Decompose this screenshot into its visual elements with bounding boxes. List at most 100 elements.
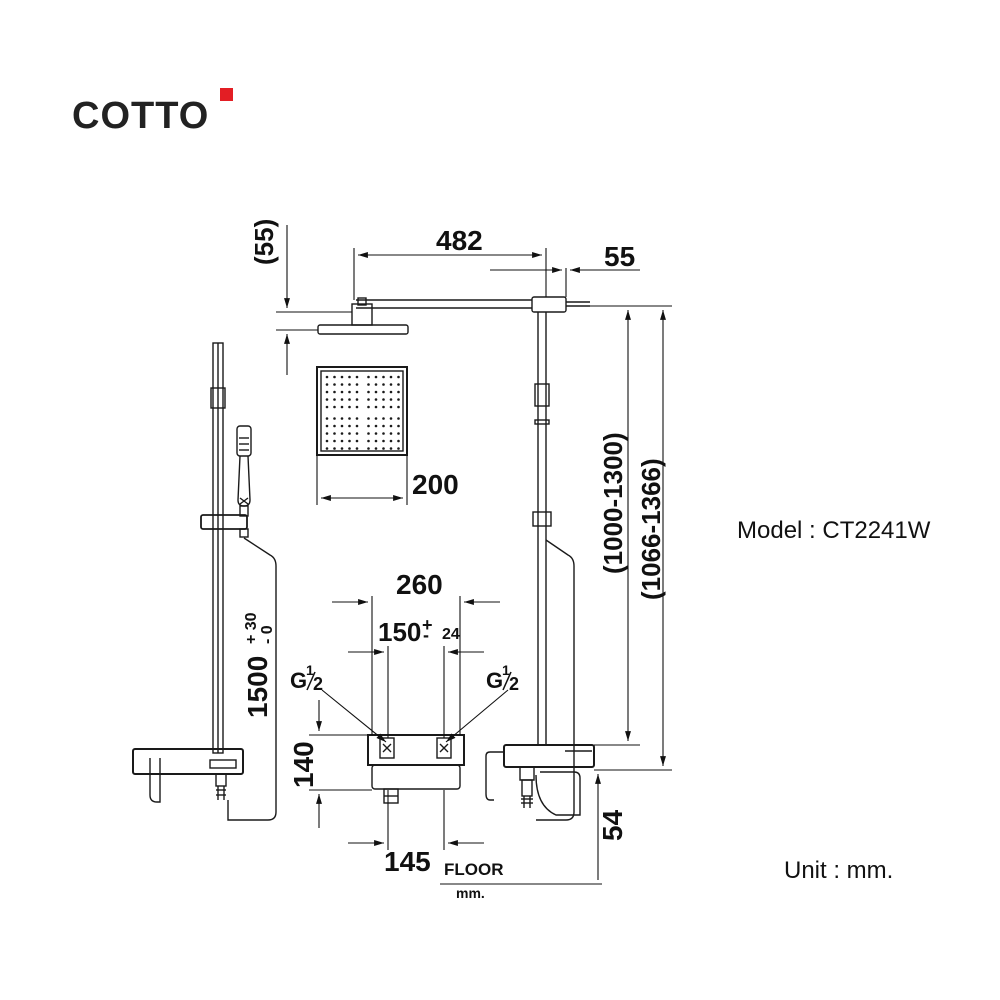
nozzle-dot xyxy=(340,383,344,386)
nozzle-dot xyxy=(367,447,370,450)
nozzle-dot xyxy=(397,424,400,428)
nozzle-dot xyxy=(355,383,359,386)
nozzle-dot xyxy=(348,383,351,386)
nozzle-dot xyxy=(367,405,370,409)
nozzle-dot xyxy=(367,439,370,443)
nozzle-dot xyxy=(333,375,336,379)
nozzle-dot xyxy=(348,390,351,394)
thermostatic-mixer-front xyxy=(132,748,244,803)
nozzle-dot xyxy=(397,405,400,409)
nozzle-dot xyxy=(333,383,336,386)
nozzle-dot xyxy=(382,398,385,401)
nozzle-dot xyxy=(389,432,393,435)
nozzle-dot xyxy=(355,405,359,409)
nozzle-dot xyxy=(325,447,329,450)
nozzle-dot xyxy=(355,424,359,428)
thread-right-num: 1 xyxy=(502,662,510,678)
thermostatic-mixer-side xyxy=(485,744,595,816)
dim-inlet-tol-minus: - xyxy=(423,625,429,645)
nozzle-dot xyxy=(325,383,329,386)
nozzle-dot xyxy=(389,447,393,450)
nozzle-dot xyxy=(340,432,344,435)
nozzle-dot xyxy=(367,432,370,435)
dim-valve-width: 260 xyxy=(396,569,443,600)
nozzle-dot xyxy=(348,405,351,409)
nozzle-dot xyxy=(382,417,385,420)
dim-height-range-1: (1000-1300) xyxy=(598,432,628,574)
hose-left xyxy=(227,537,277,821)
nozzle-dot xyxy=(382,439,385,443)
nozzle-dot xyxy=(333,447,336,450)
nozzle-dot xyxy=(325,398,329,401)
nozzle-dot xyxy=(333,417,336,420)
rain-shower-head xyxy=(317,297,409,335)
slide-rail xyxy=(210,342,226,754)
nozzle-dot xyxy=(382,383,385,386)
thread-left-den: 2 xyxy=(313,674,323,694)
nozzle-dot xyxy=(374,398,378,401)
thread-left-letter: G xyxy=(290,668,307,693)
nozzle-dot xyxy=(348,447,351,450)
nozzle-dot xyxy=(325,424,329,428)
dim-top-offset: (55) xyxy=(249,219,279,265)
nozzle-dot xyxy=(340,424,344,428)
floor-label: FLOOR xyxy=(444,860,504,879)
nozzle-dot xyxy=(340,398,344,401)
nozzle-dot xyxy=(333,398,336,401)
nozzle-dot xyxy=(374,383,378,386)
nozzle-dot xyxy=(367,398,370,401)
nozzle-dot xyxy=(389,405,393,409)
nozzle-dot xyxy=(389,375,393,379)
dim-outlet-spacing: 145 xyxy=(384,846,431,877)
nozzle-dot xyxy=(397,447,400,450)
nozzle-dot xyxy=(340,447,344,450)
nozzle-dot xyxy=(355,398,359,401)
nozzle-dot xyxy=(374,432,378,435)
nozzle-dot xyxy=(333,405,336,409)
nozzle-dot xyxy=(325,405,329,409)
thread-right-den: 2 xyxy=(509,674,519,694)
nozzle-dot xyxy=(348,417,351,420)
dim-install-tol-minus: - 0 xyxy=(259,625,276,644)
hand-shower xyxy=(236,425,252,507)
nozzle-dot xyxy=(340,390,344,394)
nozzle-dot xyxy=(333,390,336,394)
nozzle-dot xyxy=(397,439,400,443)
dim-valve-height: 140 xyxy=(288,741,319,788)
nozzle-dot xyxy=(382,447,385,450)
nozzle-dot xyxy=(374,439,378,443)
nozzle-dot xyxy=(382,432,385,435)
nozzle-dot xyxy=(355,439,359,443)
nozzle-dot xyxy=(367,417,370,420)
shower-arm xyxy=(356,296,590,313)
nozzle-dot xyxy=(397,432,400,435)
dim-height-range-2: (1066-1366) xyxy=(636,458,666,600)
nozzle-dot xyxy=(367,390,370,394)
nozzle-dot xyxy=(382,375,385,379)
unit-label: Unit : mm. xyxy=(784,857,894,884)
nozzle-dot xyxy=(340,375,344,379)
dim-arm-length: 482 xyxy=(436,225,483,256)
nozzle-dot xyxy=(382,390,385,394)
nozzle-dot xyxy=(389,398,393,401)
nozzle-dot xyxy=(355,417,359,420)
nozzle-dot xyxy=(397,417,400,420)
nozzle-dot xyxy=(355,375,359,379)
nozzle-dot xyxy=(397,383,400,386)
thread-size-right: G 1 2 xyxy=(486,662,519,694)
nozzle-dot xyxy=(397,398,400,401)
nozzle-dot xyxy=(348,424,351,428)
nozzle-dot xyxy=(374,447,378,450)
nozzle-dot xyxy=(325,390,329,394)
nozzle-dot xyxy=(382,424,385,428)
nozzle-dot xyxy=(382,405,385,409)
shower-nozzle-grid xyxy=(325,375,400,450)
nozzle-dot xyxy=(348,398,351,401)
nozzle-dot xyxy=(389,417,393,420)
nozzle-dot xyxy=(374,375,378,379)
thread-size-left: G 1 2 xyxy=(290,662,323,694)
nozzle-dot xyxy=(325,417,329,420)
nozzle-dot xyxy=(325,432,329,435)
brand-logo-text: COTTO xyxy=(72,95,210,137)
